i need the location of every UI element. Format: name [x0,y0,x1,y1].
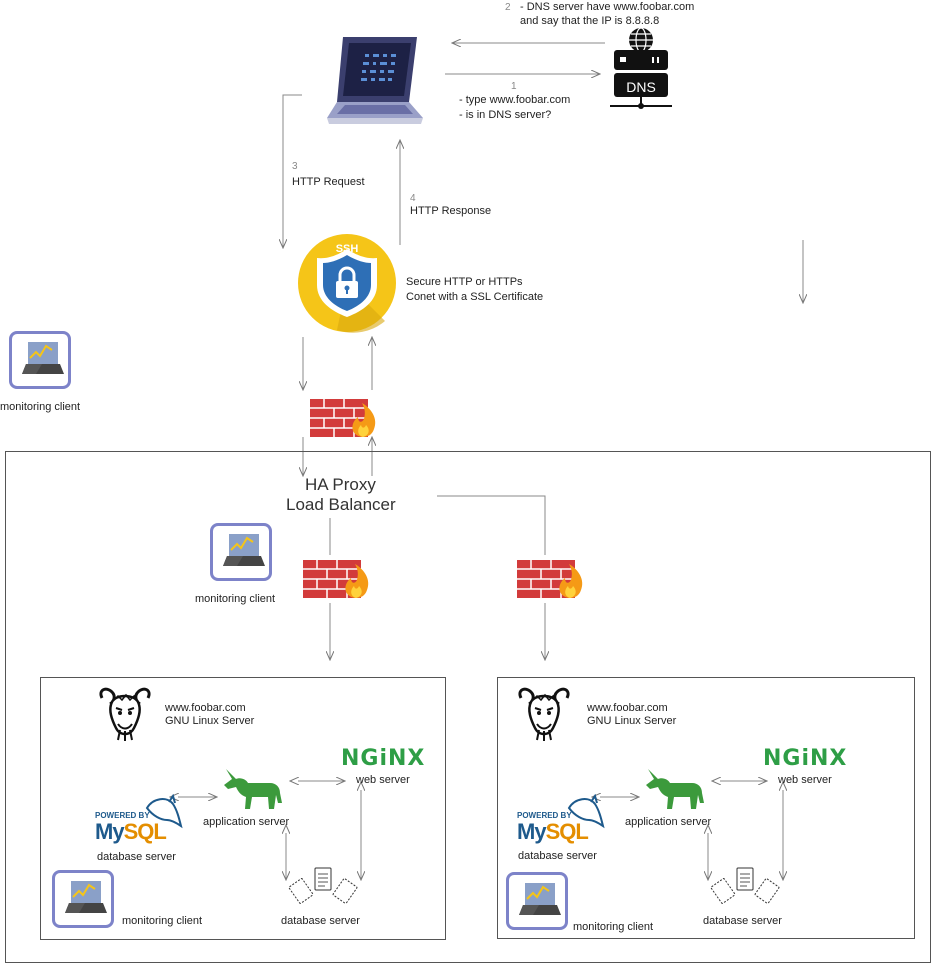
server2-app-label: application server [625,816,712,828]
unicorn-icon [224,769,282,809]
server2-monitoring-client-icon [506,872,568,930]
step2-line2: and say that the IP is 8.8.8.8 [520,15,660,27]
laptop-icon [327,37,423,124]
step3-number: 3 [292,161,298,172]
ssl-shield-icon: SSH [298,234,396,333]
server2-mysql-sql: SQL [545,819,589,844]
firewall-right-icon [517,560,583,598]
firewall-left-icon [303,560,369,598]
firewall-icon [310,399,376,437]
mysql-dolphin-icon-2 [567,794,605,829]
step3-label: HTTP Request [292,176,365,188]
server1-nginx-logo: NGiNX [341,746,426,771]
step2-number: 2 [505,2,511,13]
ssl-badge-text: SSH [336,243,359,255]
step1-line1: - type www.foobar.com [459,94,571,106]
server-box-2 [497,677,915,939]
step4-number: 4 [410,193,416,204]
server1-mysql-sql: SQL [123,819,167,844]
server1-mysql-logo: MySQL [95,819,167,845]
server1-db2-label: database server [281,915,360,927]
gnu-head-icon-2 [518,687,570,741]
server2-db2-label: database server [703,915,782,927]
server1-mysql-powered: POWERED BY [95,811,150,820]
dns-label: DNS [626,79,656,95]
step1-line2: - is in DNS server? [459,109,552,121]
server2-mysql-my: My [517,819,547,844]
server1-domain: www.foobar.com [165,702,246,714]
server1-os: GNU Linux Server [165,715,255,727]
server2-mysql-logo: MySQL [517,819,589,845]
step4-label: HTTP Response [410,205,492,217]
gnu-head-icon [99,687,151,741]
step1-number: 1 [511,81,517,92]
server1-monitoring-client-icon [52,870,114,928]
lb-monitoring-client-icon [210,523,272,581]
server2-nginx-logo: NGiNX [763,746,848,771]
unicorn-icon-2 [646,769,704,809]
mysql-dolphin-icon [145,794,183,829]
server1-web-label: web server [356,774,410,786]
lb-line2: Load Balancer [286,495,396,514]
server2-domain: www.foobar.com [587,702,668,714]
outer-monitor-label: monitoring client [0,401,81,413]
server1-monitor-label: monitoring client [122,915,203,927]
server1-db-label: database server [97,851,176,863]
server1-app-label: application server [203,816,290,828]
documents-icon-2 [710,867,780,904]
ssl-line1: Secure HTTP or HTTPs [406,276,523,288]
server2-mysql-powered: POWERED BY [517,811,572,820]
dns-server-icon: DNS [610,27,672,109]
monitoring-client-icon [9,331,71,389]
server2-os: GNU Linux Server [587,715,677,727]
lb-line1: HA Proxy [305,475,376,494]
lb-monitor-label: monitoring client [195,593,276,605]
server2-monitor-label: monitoring client [573,921,654,933]
step2-line1: - DNS server have www.foobar.com [520,1,695,13]
server2-db-label: database server [518,850,597,862]
server1-mysql-my: My [95,819,125,844]
documents-icon [288,867,358,904]
server-box-1 [40,677,446,940]
server2-web-label: web server [778,774,832,786]
ssl-line2: Conet with a SSL Certificate [406,291,544,303]
